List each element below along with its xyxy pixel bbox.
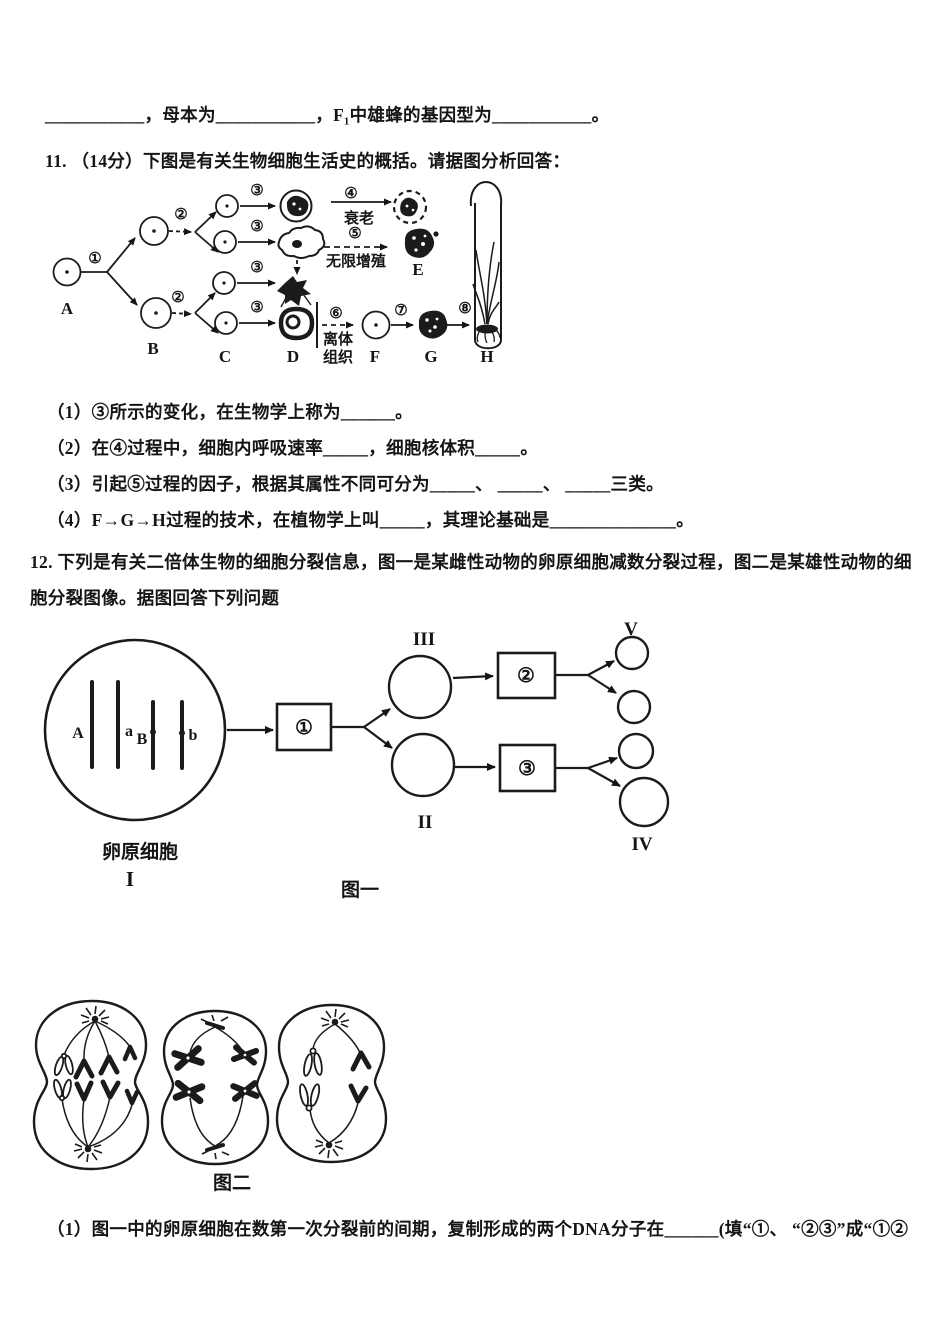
cell-B-bottom — [140, 297, 172, 329]
daughter-cell-IV — [618, 776, 670, 828]
cell-C-3 — [212, 271, 236, 295]
chromosome-label-b: b — [189, 727, 198, 744]
numeral-V: V — [624, 619, 638, 640]
label-D: D — [287, 347, 299, 366]
explant-label-line1: 离体 — [323, 330, 354, 348]
figure-one-meiosis-flow: A a B b ① ② ③ III II V IV 卵原细胞 I 图一 — [43, 619, 670, 901]
daughter-cell-V — [614, 635, 650, 671]
cell-E-cancer — [404, 228, 439, 258]
q11-sub-question-3: （3）引起⑤过程的因子，根据其属性不同可分为_____、 _____、 ____… — [47, 474, 664, 494]
cell-G-callus — [418, 310, 448, 339]
q11-heading: 11. （14分）下图是有关生物细胞生活史的概括。请据图分析回答： — [45, 151, 571, 171]
daughter-cell-small-a — [616, 689, 652, 725]
step-label-4: ④ — [344, 186, 357, 202]
cell-C-1 — [215, 194, 239, 218]
numeral-I: I — [126, 867, 134, 891]
daughter-cell-small-b — [617, 732, 655, 770]
fig1-box2-label: ② — [517, 665, 535, 687]
secondary-cell-II — [390, 732, 456, 798]
cell-D-epithelial — [277, 225, 326, 259]
fig1-box1-label: ① — [295, 717, 313, 739]
label-B: B — [147, 339, 158, 358]
test-tube-plantlet — [469, 181, 503, 350]
cell-D-neuron — [277, 276, 312, 308]
label-G: G — [424, 347, 437, 366]
numeral-IV: IV — [631, 834, 652, 855]
cell-D-leukocyte — [279, 189, 313, 223]
fig2-cell-anaphase-mitosis — [32, 999, 150, 1171]
fig1-caption: 图一 — [341, 879, 379, 901]
secondary-cell-III — [387, 654, 453, 720]
q12-heading: 12. 下列是有关二倍体生物的细胞分裂信息，图一是某雌性动物的卵原细胞减数分裂过… — [30, 552, 912, 608]
q11-sub-question-4: （4）F→G→H过程的技术，在植物学上叫_____，其理论基础是________… — [47, 510, 695, 530]
cell-C-2 — [213, 230, 237, 254]
figure-two-cell-division-images: 图二 — [32, 999, 388, 1194]
chromosome-label-a: a — [125, 723, 133, 740]
numeral-III: III — [413, 629, 435, 650]
step-label-7: ⑦ — [394, 303, 407, 319]
fig1-box3-label: ③ — [518, 758, 536, 780]
aging-label: 衰老 — [343, 209, 374, 227]
step-label-5: ⑤ — [348, 226, 361, 242]
cell-C-4 — [214, 311, 238, 335]
q11-sub-question-2: （2）在④过程中，细胞内呼吸速率_____，细胞核体积_____。 — [47, 438, 539, 458]
q12-sub-question-1: （1）图一中的卵原细胞在数第一次分裂前的间期，复制形成的两个DNA分子在____… — [47, 1219, 909, 1239]
step-label-8: ⑧ — [458, 301, 471, 317]
label-F: F — [370, 347, 380, 366]
label-C: C — [219, 347, 231, 366]
explant-label-line2: 组织 — [323, 348, 353, 366]
numeral-II: II — [418, 812, 433, 833]
cell-F — [361, 310, 391, 340]
q11-sub-question-1: （1）③所示的变化，在生物学上称为______。 — [47, 402, 413, 422]
step-label-6: ⑥ — [329, 306, 342, 322]
chromosome-label-B: B — [137, 731, 148, 748]
oogonium-label: 卵原细胞 — [102, 840, 178, 863]
step-label-2b: ② — [171, 290, 184, 306]
label-E: E — [412, 260, 423, 279]
step-label-1: ① — [88, 251, 101, 267]
oogonium-cell — [43, 638, 227, 822]
step-label-2a: ② — [174, 207, 187, 223]
cell-D-ring — [278, 306, 315, 341]
fig2-cell-anaphase-II — [275, 1003, 388, 1164]
step-label-3c: ③ — [250, 260, 263, 276]
label-H: H — [480, 347, 493, 366]
cell-senescent — [392, 189, 428, 225]
immortal-proliferation-label: 无限增殖 — [325, 252, 386, 270]
fig2-cell-metaphase-tetrads — [160, 1009, 270, 1166]
cell-B-top — [139, 216, 169, 246]
chromosome-label-A: A — [72, 725, 84, 742]
fill-in-blank-line: ___________，母本为___________，F₁中雄蜂的基因型为___… — [45, 105, 610, 125]
label-A: A — [61, 299, 74, 318]
step-label-3a: ③ — [250, 183, 263, 199]
step-label-3d: ③ — [250, 300, 263, 316]
step-label-3b: ③ — [250, 219, 263, 235]
q11-cell-lifecycle-diagram: ① ② ② ③ ③ ③ ③ ④ ⑤ ⑥ ⑦ ⑧ 衰老 无限增殖 离体 组织 A … — [52, 181, 503, 366]
cell-A — [52, 257, 82, 287]
fig2-caption: 图二 — [213, 1172, 251, 1194]
